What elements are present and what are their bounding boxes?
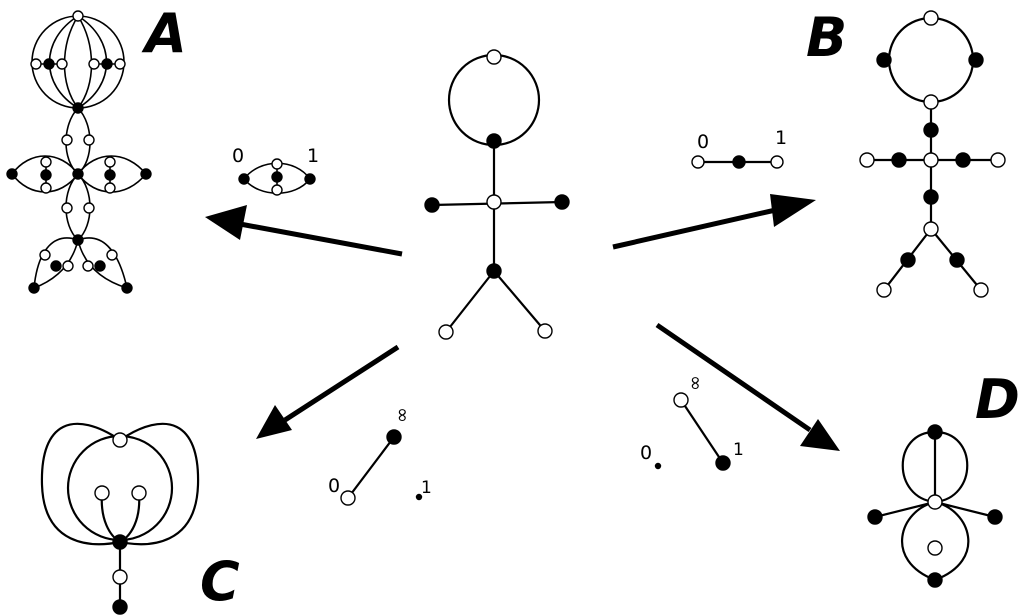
panel-a-label: A: [141, 2, 187, 65]
panel-b-label: B: [806, 6, 847, 69]
arrow-to-d: [655, 322, 840, 451]
panel-d-key: 0 1 ∞: [640, 375, 744, 471]
center-stick-figure: [424, 49, 570, 340]
panel-b-key-one: 1: [775, 127, 787, 149]
arrow-to-b: [612, 194, 816, 250]
panel-c-dessin: [40, 422, 200, 615]
panel-d-key-one: 1: [733, 440, 744, 460]
arrow-to-a: [205, 205, 403, 257]
panel-b-key: 0 1: [691, 127, 787, 169]
panel-b-key-zero: 0: [697, 131, 709, 153]
panel-c-label: C: [200, 550, 240, 613]
panel-a-key-zero: 0: [232, 145, 244, 167]
panel-b-dessin: [859, 10, 1006, 298]
panel-c-key: 0 1 ∞: [328, 407, 432, 506]
panel-d-dessin: [867, 424, 1003, 588]
panel-a-dessin: [6, 10, 152, 294]
panel-d-key-zero: 0: [640, 442, 652, 464]
panel-c-key-infinity: ∞: [391, 407, 413, 423]
panel-d-label: D: [975, 368, 1018, 431]
arrow-to-c: [256, 344, 400, 439]
panel-c-key-one: 1: [421, 478, 432, 498]
panel-c-key-zero: 0: [328, 475, 340, 497]
panel-a-key: 0 1: [232, 145, 319, 196]
panel-d-key-infinity: ∞: [684, 375, 706, 391]
panel-a-key-one: 1: [307, 145, 319, 167]
